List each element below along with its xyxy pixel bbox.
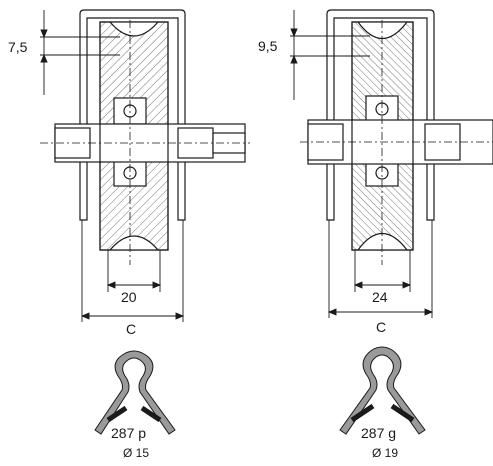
left-offset-dimension	[40, 10, 120, 95]
right-profile-section	[339, 346, 426, 435]
right-offset-dimension	[290, 10, 370, 100]
right-groove-label: 24	[372, 289, 388, 305]
left-profile-section	[94, 350, 176, 435]
left-groove-top	[109, 21, 159, 37]
right-groove-dimension	[353, 250, 412, 292]
left-groove-bottom	[109, 235, 159, 251]
left-profile-diameter: Ø 15	[123, 446, 149, 460]
right-overall-label: C	[376, 319, 386, 335]
left-groove-label: 20	[121, 289, 137, 305]
left-overall-dimension	[80, 220, 185, 322]
right-offset-label: 9,5	[258, 38, 278, 54]
right-wheel-assembly	[300, 9, 493, 265]
left-overall-label: C	[126, 321, 136, 337]
left-offset-label: 7,5	[8, 39, 28, 55]
right-overall-dimension	[327, 220, 434, 318]
left-groove-dimension	[106, 250, 162, 292]
right-profile-diameter: Ø 19	[372, 446, 398, 460]
right-profile-code: 287 g	[361, 425, 396, 441]
left-profile-code: 287 p	[111, 425, 146, 441]
left-wheel-assembly	[40, 9, 250, 265]
